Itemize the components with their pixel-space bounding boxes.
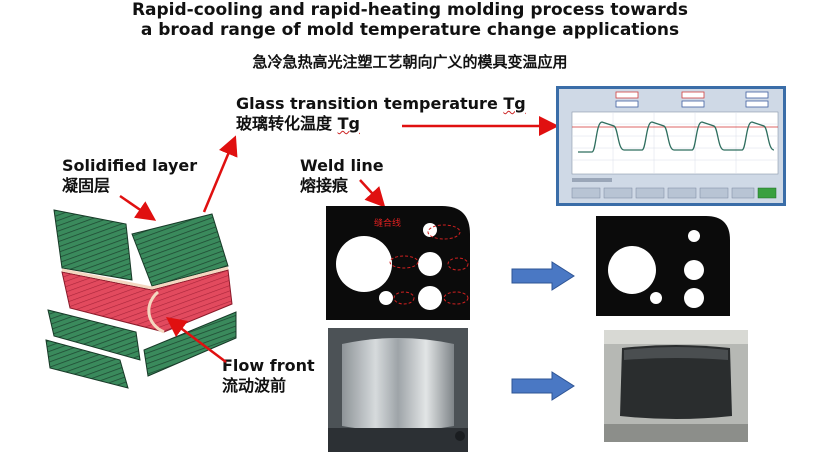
glass-transition-cn-tg: Tg xyxy=(337,114,360,133)
sheet-photo-after xyxy=(604,330,748,442)
lower-mold-left xyxy=(47,309,141,361)
block-arrow-upper xyxy=(511,261,575,291)
solidified-layer-label: Solidified layer xyxy=(62,156,198,175)
glass-transition-up-arrow xyxy=(202,135,238,213)
temperature-curve xyxy=(578,121,775,153)
title-line-1: Rapid-cooling and rapid-heating molding … xyxy=(131,0,689,20)
flow-front-label: Flow front xyxy=(222,356,315,375)
upper-mold-left xyxy=(53,209,133,281)
glass-transition-tg: Tg xyxy=(503,94,526,113)
solidified-skin xyxy=(61,266,229,290)
title-chinese: 急冷急热高光注塑工艺朝向广义的模具变温应用 xyxy=(252,53,568,71)
sheet-photo-before xyxy=(328,328,468,452)
glass-transition-cn: 玻璃转化温度 xyxy=(236,114,338,133)
mold-illustration xyxy=(45,209,237,389)
hmi-temperature-screen xyxy=(556,86,786,206)
flow-front-curve xyxy=(147,290,165,334)
plate-annotation: 缝合线 xyxy=(374,217,401,229)
solidified-layer-cn-label: 凝固层 xyxy=(62,176,111,195)
weld-line-label: Weld line xyxy=(300,156,384,175)
glass-transition-en: Glass transition temperature xyxy=(236,94,504,113)
glass-transition-label: Glass transition temperature Tg xyxy=(236,94,526,114)
weld-line-arrow xyxy=(359,179,386,208)
glass-transition-cn-label: 玻璃转化温度 Tg xyxy=(236,114,360,134)
lower-mold-right xyxy=(143,311,237,377)
weld-line-cn-label: 熔接痕 xyxy=(300,176,349,195)
solidified-arrow xyxy=(119,194,157,221)
upper-mold-right xyxy=(131,213,229,287)
flow-front-cn-label: 流动波前 xyxy=(222,376,287,395)
plate-with-weld-lines: 缝合线 xyxy=(326,206,470,320)
melt-layer xyxy=(61,269,233,333)
block-arrow-lower xyxy=(511,371,575,401)
plate-without-weld-lines xyxy=(596,216,730,316)
lower-mold-mid xyxy=(45,339,129,389)
flow-front-arrow xyxy=(166,317,227,363)
title-line-2: a broad range of mold temperature change… xyxy=(140,20,680,40)
